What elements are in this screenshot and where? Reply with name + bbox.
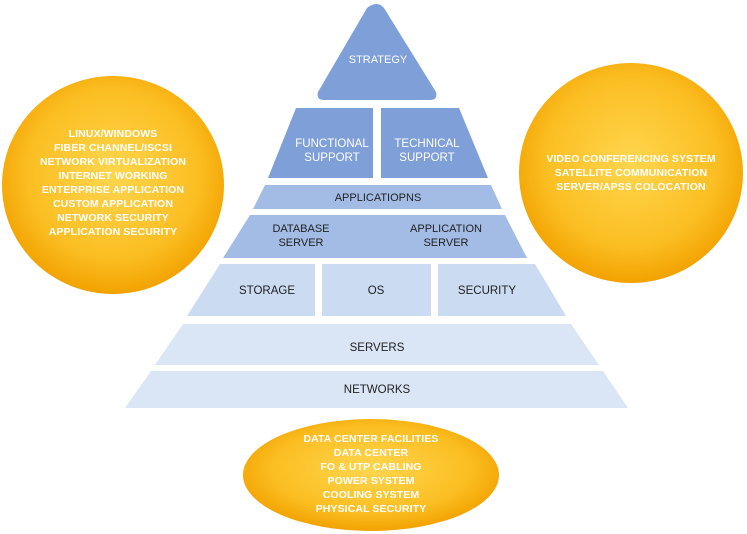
left-ellipse-line: CUSTOM APPLICATION xyxy=(52,198,174,210)
technical-support-block xyxy=(381,108,488,178)
strategy-label: STRATEGY xyxy=(349,54,408,66)
servers-block xyxy=(155,324,599,365)
left-capabilities-ellipse xyxy=(2,76,224,294)
bottom-ellipse-text: DATA CENTER FACILITIES DATA CENTER FO & … xyxy=(271,432,471,516)
technical-support-label-line2: SUPPORT xyxy=(399,152,454,164)
functional-support-label-line2: SUPPORT xyxy=(304,152,359,164)
security-block xyxy=(438,264,566,316)
left-ellipse-line: ENTERPRISE APPLICATION xyxy=(41,184,185,196)
database-server-label-line2: SERVER xyxy=(278,237,323,249)
left-ellipse-line: FIBER CHANNEL/ISCSI xyxy=(54,142,172,154)
right-services-ellipse xyxy=(519,63,743,283)
functional-support-label-line1: FUNCTIONAL xyxy=(295,138,369,150)
bottom-ellipse-line: POWER SYSTEM xyxy=(327,475,415,487)
left-ellipse-line: APPLICATION SECURITY xyxy=(48,226,178,238)
bottom-facilities-ellipse xyxy=(243,419,499,531)
database-application-server-block xyxy=(223,215,527,258)
database-server-label-line1: DATABASE xyxy=(272,223,329,235)
bottom-ellipse-line: FO & UTP CABLING xyxy=(320,461,422,473)
os-label: OS xyxy=(368,285,385,297)
bottom-ellipse-line: DATA CENTER xyxy=(333,447,409,459)
storage-label: STORAGE xyxy=(239,285,295,297)
bottom-ellipse-line: PHYSICAL SECURITY xyxy=(315,503,427,515)
strategy-block xyxy=(317,4,437,100)
left-ellipse-line: INTERNET WORKING xyxy=(58,170,168,182)
right-ellipse-line: SATELLITE COMMUNICATION xyxy=(554,167,708,179)
technical-support-label-line1: TECHNICAL xyxy=(394,138,460,150)
application-server-label-line2: SERVER xyxy=(423,237,468,249)
right-ellipse-text: VIDEO CONFERENCING SYSTEM SATELLITE COMM… xyxy=(525,152,737,194)
os-block xyxy=(322,264,431,316)
left-ellipse-text: LINUX/WINDOWS FIBER CHANNEL/ISCSI NETWOR… xyxy=(13,127,213,239)
right-ellipse-line: SERVER/APSS COLOCATION xyxy=(556,181,706,193)
left-ellipse-line: NETWORK VIRTUALIZATION xyxy=(39,156,187,168)
application-server-label-line1: APPLICATION xyxy=(410,223,482,235)
bottom-ellipse-line: DATA CENTER FACILITIES xyxy=(303,433,439,445)
left-ellipse-line: LINUX/WINDOWS xyxy=(68,128,158,140)
applications-label: APPLICATIOPNS xyxy=(335,192,422,204)
networks-label: NETWORKS xyxy=(344,384,411,396)
bottom-ellipse-line: COOLING SYSTEM xyxy=(322,489,420,501)
storage-block xyxy=(187,264,315,316)
applications-block xyxy=(253,185,502,209)
right-ellipse-line: VIDEO CONFERENCING SYSTEM xyxy=(546,153,716,165)
left-ellipse-line: NETWORK SECURITY xyxy=(57,212,169,224)
functional-support-block xyxy=(268,108,373,178)
security-label: SECURITY xyxy=(458,285,516,297)
networks-block xyxy=(125,371,628,408)
servers-label: SERVERS xyxy=(350,342,405,354)
